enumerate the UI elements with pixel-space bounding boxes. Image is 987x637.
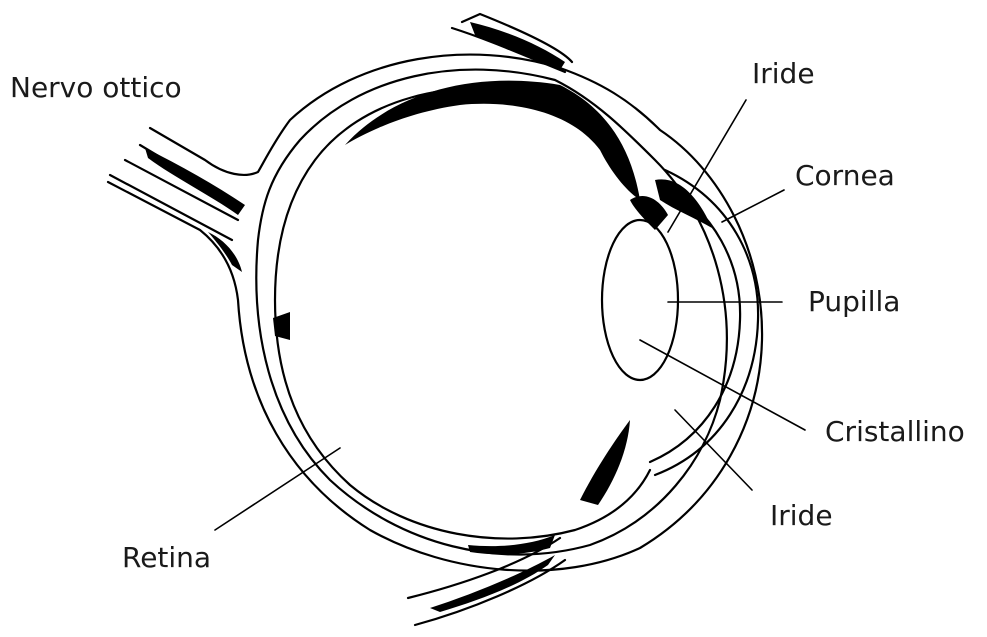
label-cornea: Cornea: [795, 162, 895, 190]
retina-line: [275, 88, 650, 538]
leader-retina: [215, 448, 340, 530]
label-retina: Retina: [122, 544, 211, 572]
label-cristallino: Cristallino: [825, 418, 965, 446]
label-iride-top: Iride: [752, 60, 815, 88]
sclera-inner-line: [256, 70, 726, 555]
choroid-dark-band-bottom: [580, 420, 630, 505]
leader-iride-top: [668, 100, 746, 232]
label-pupilla: Pupilla: [808, 288, 900, 316]
nerve-root-fill: [208, 232, 242, 272]
leader-cornea: [722, 190, 784, 222]
leader-cristallino: [640, 340, 805, 430]
optic-nerve-fill: [145, 148, 245, 215]
choroid-dark-band-top: [345, 81, 640, 200]
iris-top-fill: [655, 179, 712, 228]
lens-shape: [602, 220, 678, 380]
sclera-outer-outline: [108, 55, 762, 571]
lower-muscle-fill: [430, 555, 555, 612]
label-nervo-ottico: Nervo ottico: [10, 74, 182, 102]
label-iride-bottom: Iride: [770, 502, 833, 530]
